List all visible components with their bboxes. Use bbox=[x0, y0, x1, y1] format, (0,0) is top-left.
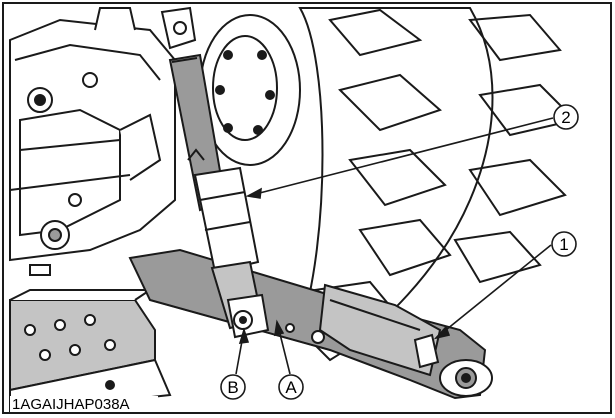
tractor-frame bbox=[9, 7, 176, 276]
lift-rod bbox=[160, 6, 270, 339]
svg-text:2: 2 bbox=[561, 108, 570, 127]
svg-text:A: A bbox=[285, 378, 297, 397]
callout-2: 2 bbox=[553, 104, 579, 130]
callout-a: A bbox=[278, 374, 304, 400]
callout-1: 1 bbox=[551, 231, 577, 257]
svg-text:1: 1 bbox=[559, 235, 568, 254]
svg-text:B: B bbox=[227, 378, 238, 397]
leader-lines bbox=[235, 117, 554, 375]
figure-code-bg bbox=[10, 396, 158, 412]
callout-b: B bbox=[220, 374, 246, 400]
figure-code: 1AGAIJHAP038A bbox=[12, 396, 130, 413]
